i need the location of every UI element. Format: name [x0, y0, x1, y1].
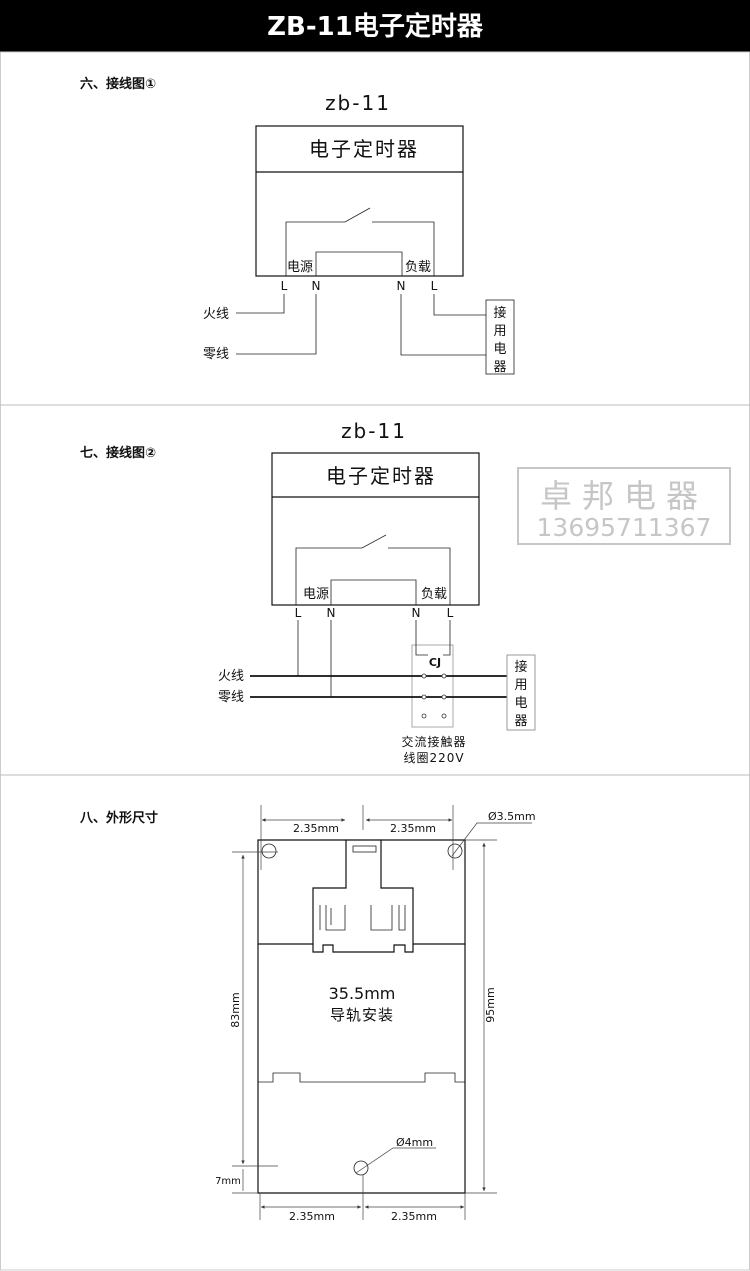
internal-circuit [330, 579, 417, 605]
top-left-dim: 2.35mm [293, 822, 339, 835]
watermark: 卓邦电器 13695711367 [517, 467, 731, 545]
bottom-left-dim: 2.35mm [289, 1210, 335, 1223]
terminal-label: L [295, 606, 302, 620]
neutral-wire [236, 294, 317, 355]
relay-switch [295, 534, 451, 605]
clip-slot [352, 845, 377, 853]
live-label: 火线 [203, 307, 229, 322]
section-heading: 七、接线图② [80, 445, 156, 461]
neutral-label: 零线 [218, 690, 244, 705]
terminal-label: N [312, 279, 321, 293]
model-label: zb-11 [341, 419, 407, 443]
device-title: 电子定时器 [309, 137, 419, 161]
rail-clip [312, 944, 414, 953]
terminal-label: N [327, 606, 336, 620]
terminal-label: N [397, 279, 406, 293]
internal-circuit [315, 251, 403, 276]
housing-body [257, 944, 466, 1194]
timer-box [255, 125, 464, 277]
bottom-offset-dim: 7mm [215, 1176, 241, 1187]
page-frame [0, 51, 750, 1271]
live-label: 火线 [218, 669, 244, 684]
device-title: 电子定时器 [326, 464, 436, 488]
appliance-label: 器 [514, 714, 527, 729]
rail-width: 35.5mm [329, 984, 396, 1003]
hole-top-dim: Ø3.5mm [488, 810, 536, 823]
dimension-drawing: 八、外形尺寸 35.5mm 导轨安装 2.35mm 2.35mm Ø3.5mm … [79, 805, 536, 1223]
appliance-box [485, 299, 515, 375]
terminal-label: L [447, 606, 454, 620]
housing-top-left [257, 839, 347, 945]
right-height-dim: 95mm [484, 987, 497, 1022]
header-bar: ZB-11电子定时器 [0, 0, 750, 52]
terminal-clamps [319, 905, 406, 931]
rail-label: 导轨安装 [330, 1006, 394, 1024]
appliance-box [506, 654, 536, 731]
watermark-name: 卓邦电器 [540, 477, 708, 515]
load-live-wire [433, 294, 486, 316]
terminal-label: L [431, 279, 438, 293]
section-heading: 六、接线图① [80, 76, 156, 92]
appliance-label: 用 [514, 678, 527, 693]
load-label: 负载 [421, 587, 447, 602]
load-label: 负载 [405, 260, 431, 275]
power-label: 电源 [287, 260, 313, 275]
wiring-diagram-1: 六、接线图① zb-11 电子定时器 电源 负载 L N N L 火线 零线 接… [80, 76, 515, 375]
appliance-label: 用 [493, 324, 506, 339]
bottom-right-dim: 2.35mm [391, 1210, 437, 1223]
housing-step [258, 1072, 465, 1083]
appliance-label: 电 [493, 342, 506, 357]
load-neutral-wire [400, 294, 486, 356]
contactor-code: CJ [429, 656, 441, 669]
mount-hole-left [261, 843, 277, 859]
power-label: 电源 [303, 587, 329, 602]
mount-hole-bottom [353, 1160, 369, 1176]
contactor-coil-label: 线圈220V [403, 751, 464, 765]
section-heading: 八、外形尺寸 [79, 810, 158, 826]
left-height-dim: 83mm [229, 992, 242, 1027]
neutral-label: 零线 [203, 347, 229, 362]
wiring-diagram-2: 七、接线图② zb-11 电子定时器 电源 负载 L N N L CJ 火线 零… [80, 419, 731, 765]
watermark-phone: 13695711367 [537, 513, 712, 542]
relay-switch [285, 207, 435, 276]
page-title: ZB-11电子定时器 [267, 11, 484, 42]
contactor-box [411, 644, 454, 728]
appliance-label: 器 [493, 360, 506, 375]
live-wire [236, 294, 285, 314]
terminal-label: L [281, 279, 288, 293]
appliance-label: 接 [493, 305, 506, 321]
mount-hole-right [447, 843, 463, 859]
top-right-dim: 2.35mm [390, 822, 436, 835]
coil-wires [415, 620, 451, 656]
appliance-label: 接 [514, 659, 527, 675]
timer-box [271, 452, 480, 606]
model-label: zb-11 [325, 91, 391, 115]
hole-bottom-dim: Ø4mm [396, 1136, 433, 1149]
contactor-label: 交流接触器 [401, 734, 466, 749]
appliance-label: 电 [514, 696, 527, 711]
terminal-label: N [412, 606, 421, 620]
contactor-terminals [421, 673, 447, 719]
